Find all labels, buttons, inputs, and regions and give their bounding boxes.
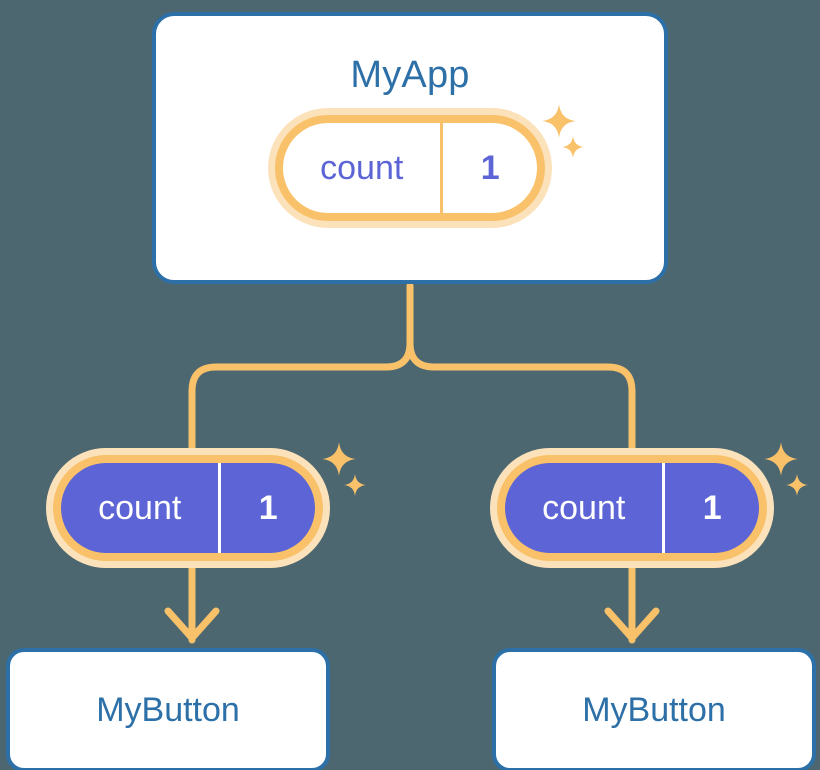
state-pill-ring: count 1 — [53, 455, 323, 561]
component-label: MyButton — [96, 690, 240, 729]
state-pill-key: count — [320, 148, 404, 187]
state-pill-ring: count 1 — [497, 455, 767, 561]
state-pill-left-child[interactable]: count 1 — [46, 448, 330, 568]
sparkle-icon-root-small — [562, 136, 584, 158]
component-card-mybutton-left[interactable]: MyButton — [6, 648, 330, 770]
page-title: MyApp — [350, 54, 470, 96]
component-label: MyButton — [582, 690, 726, 729]
component-card-mybutton-right[interactable]: MyButton — [492, 648, 816, 770]
state-pill-right-child[interactable]: count 1 — [490, 448, 774, 568]
state-pill-value: 1 — [218, 463, 315, 553]
sparkle-icon-left-large — [322, 442, 356, 476]
sparkle-icon-right-large — [764, 442, 798, 476]
connector-root-to-right-child — [406, 282, 636, 456]
sparkle-icon-root-large — [542, 104, 576, 138]
component-card-myapp[interactable]: MyApp — [152, 12, 668, 284]
state-pill-key: count — [98, 488, 182, 527]
state-pill-body: count 1 — [61, 463, 315, 553]
state-pill-key: count — [542, 488, 626, 527]
state-pill-root[interactable]: count 1 — [268, 108, 552, 228]
state-pill-value: 1 — [440, 123, 537, 213]
state-pill-body: count 1 — [505, 463, 759, 553]
state-pill-ring: count 1 — [275, 115, 545, 221]
state-pill-body: count 1 — [283, 123, 537, 213]
sparkle-icon-left-small — [344, 474, 366, 496]
connector-root-to-left-child — [188, 282, 414, 456]
arrow-down-icon-right — [604, 562, 660, 644]
arrow-down-icon-left — [164, 562, 220, 644]
state-pill-value: 1 — [662, 463, 759, 553]
sparkle-icon-right-small — [786, 474, 808, 496]
